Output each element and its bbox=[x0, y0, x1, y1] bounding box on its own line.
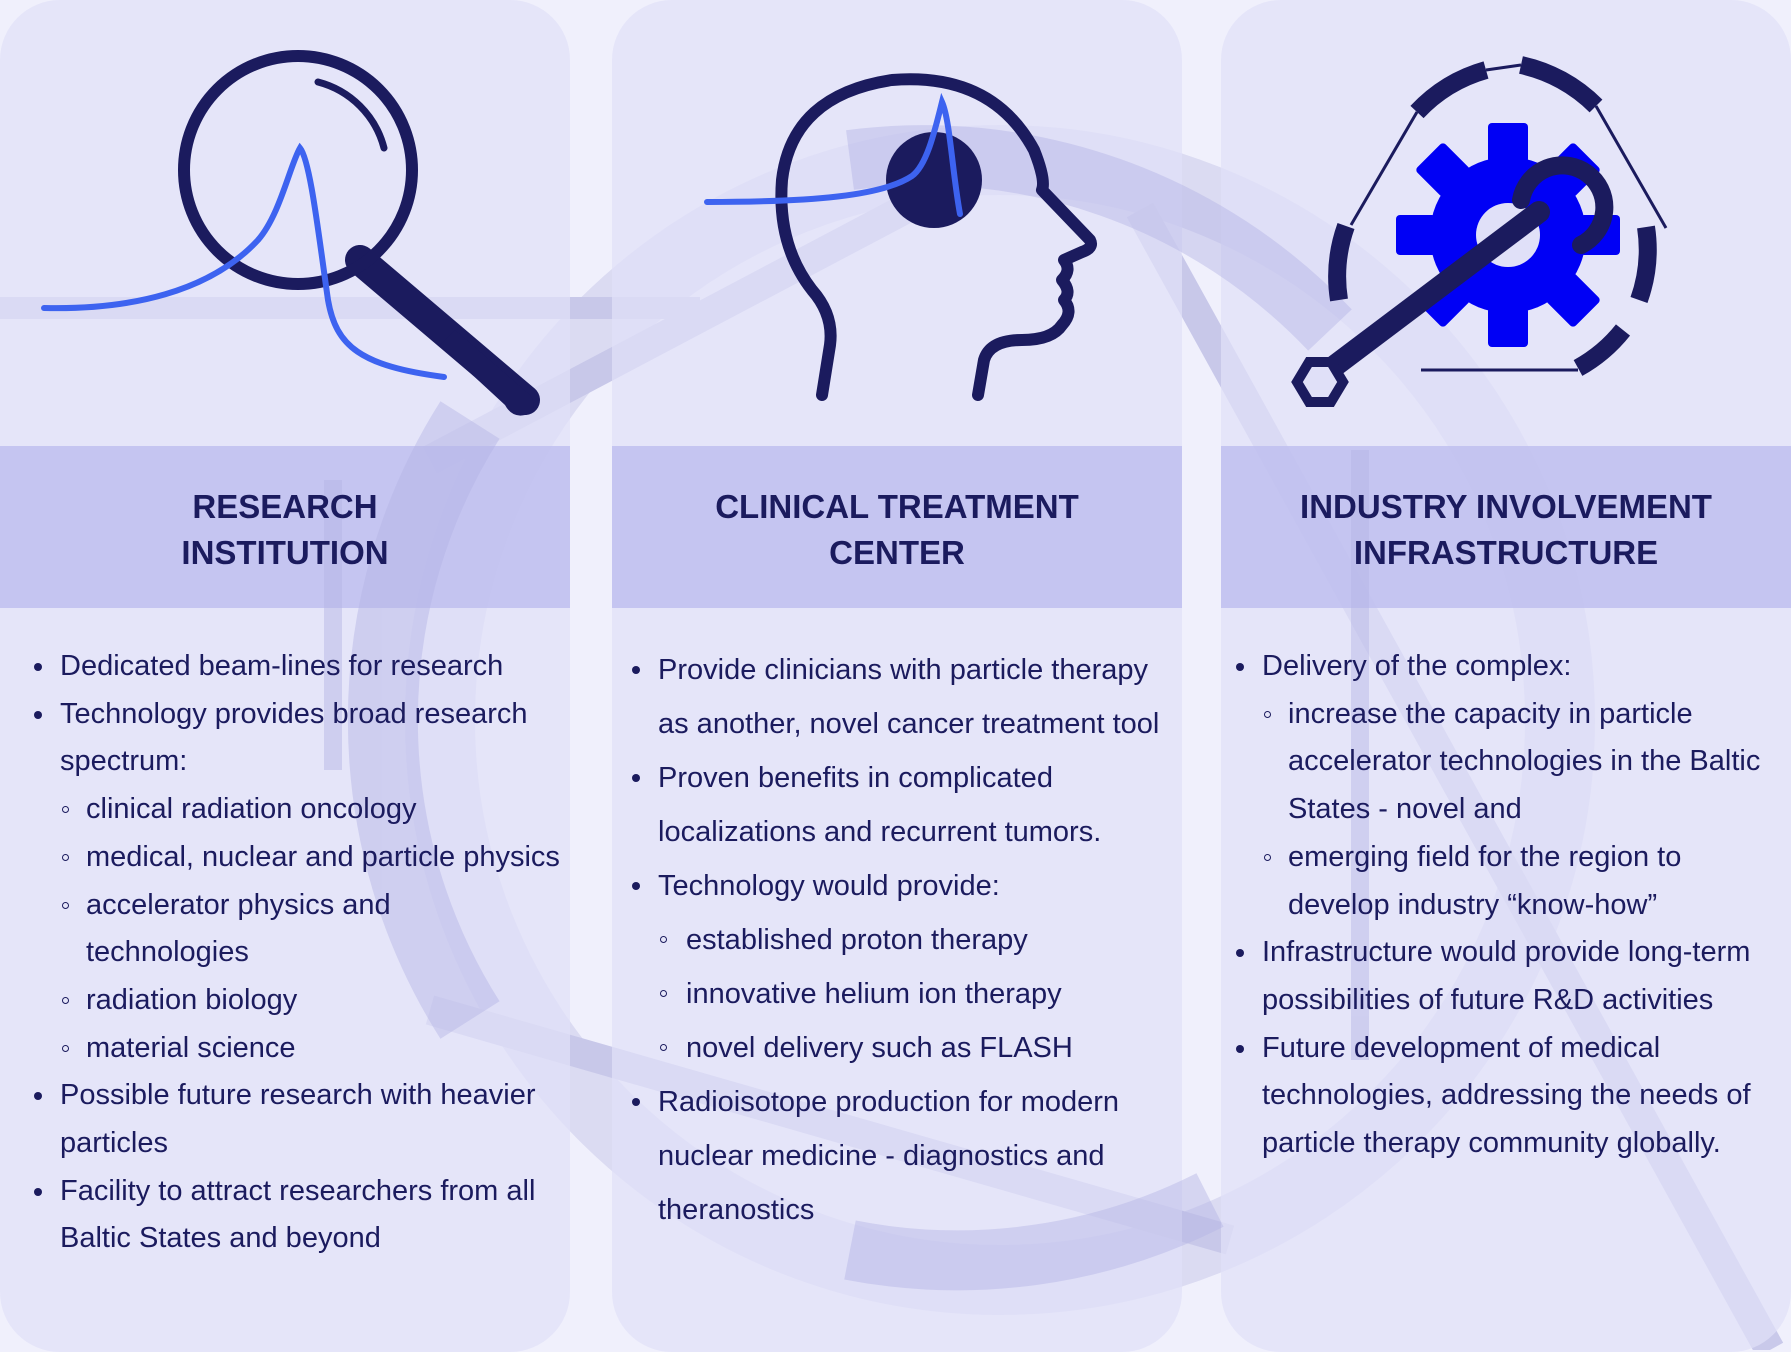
list-item: Future development of medical technologi… bbox=[1232, 1025, 1772, 1168]
list-item: Proven benefits in complicated localizat… bbox=[628, 751, 1168, 859]
sub-list-item: medical, nuclear and particle physics bbox=[60, 834, 560, 882]
sub-list-item: increase the capacity in particle accele… bbox=[1262, 691, 1772, 834]
sub-list-item: innovative helium ion therapy bbox=[658, 967, 1168, 1021]
industry-bullet-list: Delivery of the complex: increase the ca… bbox=[1232, 643, 1772, 1168]
list-item: Provide clinicians with particle therapy… bbox=[628, 643, 1168, 751]
list-item: Dedicated beam-lines for research bbox=[30, 643, 560, 691]
list-item: Delivery of the complex: increase the ca… bbox=[1232, 643, 1772, 929]
industry-title-line-1: INDUSTRY INVOLVEMENT bbox=[1300, 488, 1712, 525]
research-title: RESEARCH INSTITUTION bbox=[0, 484, 570, 576]
industry-card bbox=[1221, 0, 1791, 1352]
research-card bbox=[0, 0, 570, 1352]
industry-card-title-band bbox=[1221, 446, 1791, 608]
ring-arc-bottom bbox=[844, 1173, 1224, 1291]
clinical-bullet-list: Provide clinicians with particle therapy… bbox=[628, 643, 1168, 1237]
clinical-title: CLINICAL TREATMENT CENTER bbox=[612, 484, 1182, 576]
clinical-card bbox=[612, 0, 1182, 1352]
list-item: Technology would provide: established pr… bbox=[628, 859, 1168, 1075]
sub-list-item: radiation biology bbox=[60, 977, 560, 1025]
clinical-card-title-band bbox=[612, 446, 1182, 608]
industry-title-line-2: INFRASTRUCTURE bbox=[1353, 534, 1659, 571]
research-bullet-list: Dedicated beam-lines for research Techno… bbox=[30, 643, 560, 1263]
clinical-title-line-1: CLINICAL TREATMENT bbox=[715, 488, 1079, 525]
head-with-beam-icon bbox=[612, 0, 1182, 446]
list-item: Infrastructure would provide long-term p… bbox=[1232, 929, 1772, 1024]
research-card-title-band bbox=[0, 446, 570, 608]
gear-wrench-cycle-icon bbox=[1221, 0, 1791, 446]
sub-list-item: novel delivery such as FLASH bbox=[658, 1021, 1168, 1075]
sub-list-item: accelerator physics and technologies bbox=[60, 882, 560, 977]
sub-list-item: clinical radiation oncology bbox=[60, 786, 560, 834]
industry-sub-list: increase the capacity in particle accele… bbox=[1262, 691, 1772, 930]
list-item: Radioisotope production for modern nucle… bbox=[628, 1075, 1168, 1237]
research-title-line-1: RESEARCH bbox=[192, 488, 378, 525]
research-sub-list: clinical radiation oncology medical, nuc… bbox=[60, 786, 560, 1072]
research-title-line-2: INSTITUTION bbox=[181, 534, 389, 571]
sub-list-item: established proton therapy bbox=[658, 913, 1168, 967]
list-item: Possible future research with heavier pa… bbox=[30, 1072, 560, 1167]
sub-list-item: emerging field for the region to develop… bbox=[1262, 834, 1772, 929]
clinical-title-line-2: CENTER bbox=[829, 534, 965, 571]
ring-arc-left bbox=[347, 401, 500, 1039]
magnifier-with-bragg-peak-icon bbox=[0, 0, 570, 446]
list-item: Technology provides broad research spect… bbox=[30, 691, 560, 1073]
industry-title: INDUSTRY INVOLVEMENT INFRASTRUCTURE bbox=[1221, 484, 1791, 576]
list-item: Facility to attract researchers from all… bbox=[30, 1168, 560, 1263]
sub-list-item: material science bbox=[60, 1025, 560, 1073]
clinical-sub-list: established proton therapy innovative he… bbox=[658, 913, 1168, 1075]
